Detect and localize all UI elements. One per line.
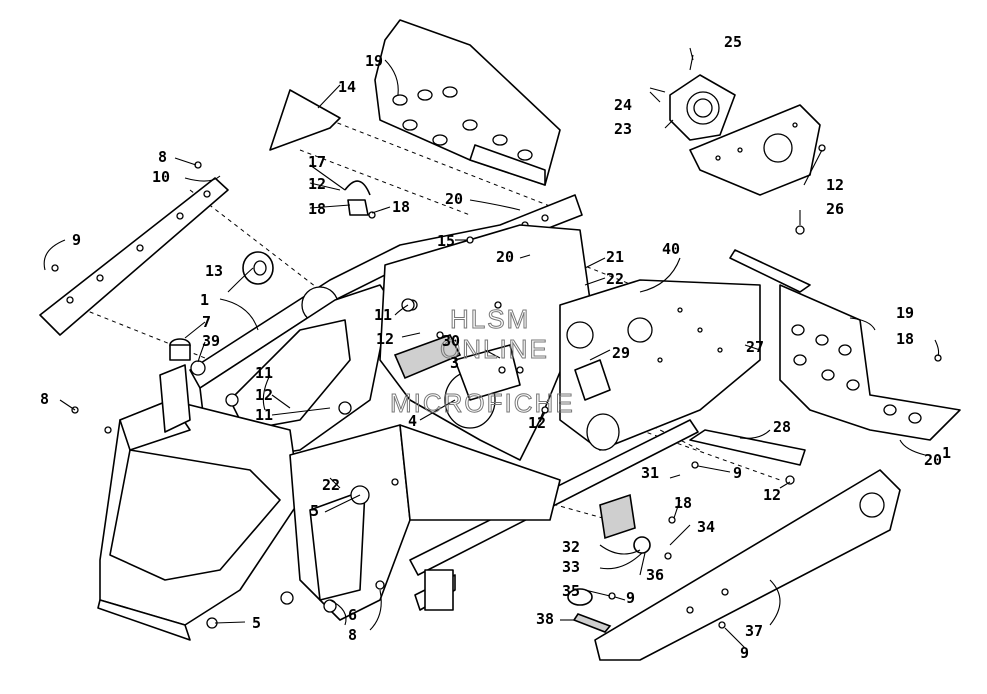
callout-7: 7 xyxy=(202,313,211,331)
callout-22: 22 xyxy=(322,476,340,494)
callout-8: 8 xyxy=(348,626,357,644)
callout-40: 40 xyxy=(662,240,680,258)
callout-labels: 8 10 9 13 1 7 39 8 11 12 11 22 5 5 6 8 1… xyxy=(40,33,951,662)
callout-17: 17 xyxy=(308,153,326,171)
callout-9: 9 xyxy=(626,589,635,607)
skid-plate-top xyxy=(374,19,561,186)
rear-crossbar xyxy=(689,429,806,466)
right-bulkhead xyxy=(559,279,761,451)
center-cylinder xyxy=(393,334,521,401)
lower-center-frame xyxy=(289,424,561,621)
callout-13: 13 xyxy=(205,262,223,280)
callout-23: 23 xyxy=(614,120,632,138)
lower-side-rail xyxy=(594,469,901,661)
callout-12: 12 xyxy=(376,330,394,348)
watermark-line-1: HLSM xyxy=(450,304,530,334)
callout-9: 9 xyxy=(733,464,742,482)
callout-12: 12 xyxy=(826,176,844,194)
callout-12: 12 xyxy=(528,414,546,432)
callout-3: 3 xyxy=(450,354,459,372)
callout-25: 25 xyxy=(724,33,742,51)
callout-18: 18 xyxy=(896,330,914,348)
callout-12: 12 xyxy=(763,486,781,504)
callout-1: 1 xyxy=(942,444,951,462)
upper-right-bracket xyxy=(689,104,821,196)
watermark-line-2: ONLINE xyxy=(440,334,549,364)
callout-35: 35 xyxy=(562,582,580,600)
callout-31: 31 xyxy=(641,464,659,482)
callout-11: 11 xyxy=(374,306,392,324)
callout-8: 8 xyxy=(40,390,49,408)
callout-20: 20 xyxy=(445,190,463,208)
callout-34: 34 xyxy=(697,518,715,536)
callout-19: 19 xyxy=(896,304,914,322)
callout-26: 26 xyxy=(826,200,844,218)
callout-28: 28 xyxy=(773,418,791,436)
skid-plate-right xyxy=(729,249,961,441)
callout-5: 5 xyxy=(310,502,319,520)
callout-1: 1 xyxy=(200,291,209,309)
callout-9: 9 xyxy=(72,231,81,249)
callout-6: 6 xyxy=(348,606,357,624)
callout-11: 11 xyxy=(255,364,273,382)
callout-19: 19 xyxy=(365,52,383,70)
callout-12: 12 xyxy=(255,386,273,404)
callout-36: 36 xyxy=(646,566,664,584)
callout-14: 14 xyxy=(338,78,356,96)
callout-20: 20 xyxy=(496,248,514,266)
small-plate xyxy=(567,493,651,633)
callout-4: 4 xyxy=(408,412,417,430)
callout-12: 12 xyxy=(308,175,326,193)
callout-18: 18 xyxy=(308,200,326,218)
callout-32: 32 xyxy=(562,538,580,556)
clamp xyxy=(344,180,371,216)
callout-21: 21 xyxy=(606,248,624,266)
steering-post xyxy=(159,338,206,433)
callout-29: 29 xyxy=(612,344,630,362)
callout-18: 18 xyxy=(392,198,410,216)
callout-37: 37 xyxy=(745,622,763,640)
callout-39: 39 xyxy=(202,332,220,350)
bearing-housing xyxy=(649,54,736,141)
frame-side-panel xyxy=(199,284,391,461)
callout-22: 22 xyxy=(606,270,624,288)
callout-15: 15 xyxy=(437,232,455,250)
callout-18: 18 xyxy=(674,494,692,512)
watermark: HLSM ONLINE MICROFICHE xyxy=(390,304,575,419)
heat-shield-top xyxy=(269,89,341,151)
callout-10: 10 xyxy=(152,168,170,186)
callout-5: 5 xyxy=(252,614,261,632)
callout-9: 9 xyxy=(740,644,749,662)
callout-30: 30 xyxy=(442,332,460,350)
leader-lines xyxy=(43,47,940,649)
callout-24: 24 xyxy=(614,96,632,114)
front-nose-frame xyxy=(97,399,301,641)
callout-8: 8 xyxy=(158,148,167,166)
watermark-line-3: MICROFICHE xyxy=(390,388,575,418)
callout-20: 20 xyxy=(924,451,942,469)
callout-27: 27 xyxy=(746,338,764,356)
callout-11: 11 xyxy=(255,406,273,424)
callout-38: 38 xyxy=(536,610,554,628)
callout-33: 33 xyxy=(562,558,580,576)
front-crossbar xyxy=(39,177,229,336)
fasteners xyxy=(51,144,942,629)
pulley xyxy=(242,251,274,285)
